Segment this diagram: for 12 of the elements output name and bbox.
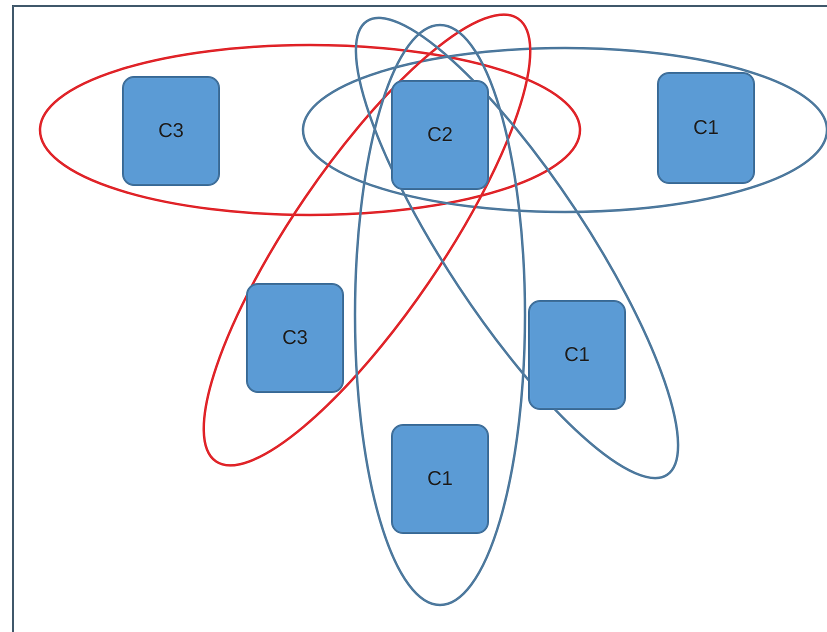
process-box: [657, 72, 755, 184]
box-label: C3: [158, 120, 184, 142]
box-label: C3: [282, 326, 308, 350]
box-label: C1: [693, 116, 719, 140]
process-box: [528, 300, 626, 410]
process-box: [122, 76, 220, 186]
box-label: C1: [564, 344, 590, 366]
box-label: C1: [427, 468, 453, 490]
process-box: [246, 283, 344, 393]
process-box: [391, 424, 489, 534]
box-label: C2: [427, 124, 453, 146]
process-box: [391, 80, 489, 190]
